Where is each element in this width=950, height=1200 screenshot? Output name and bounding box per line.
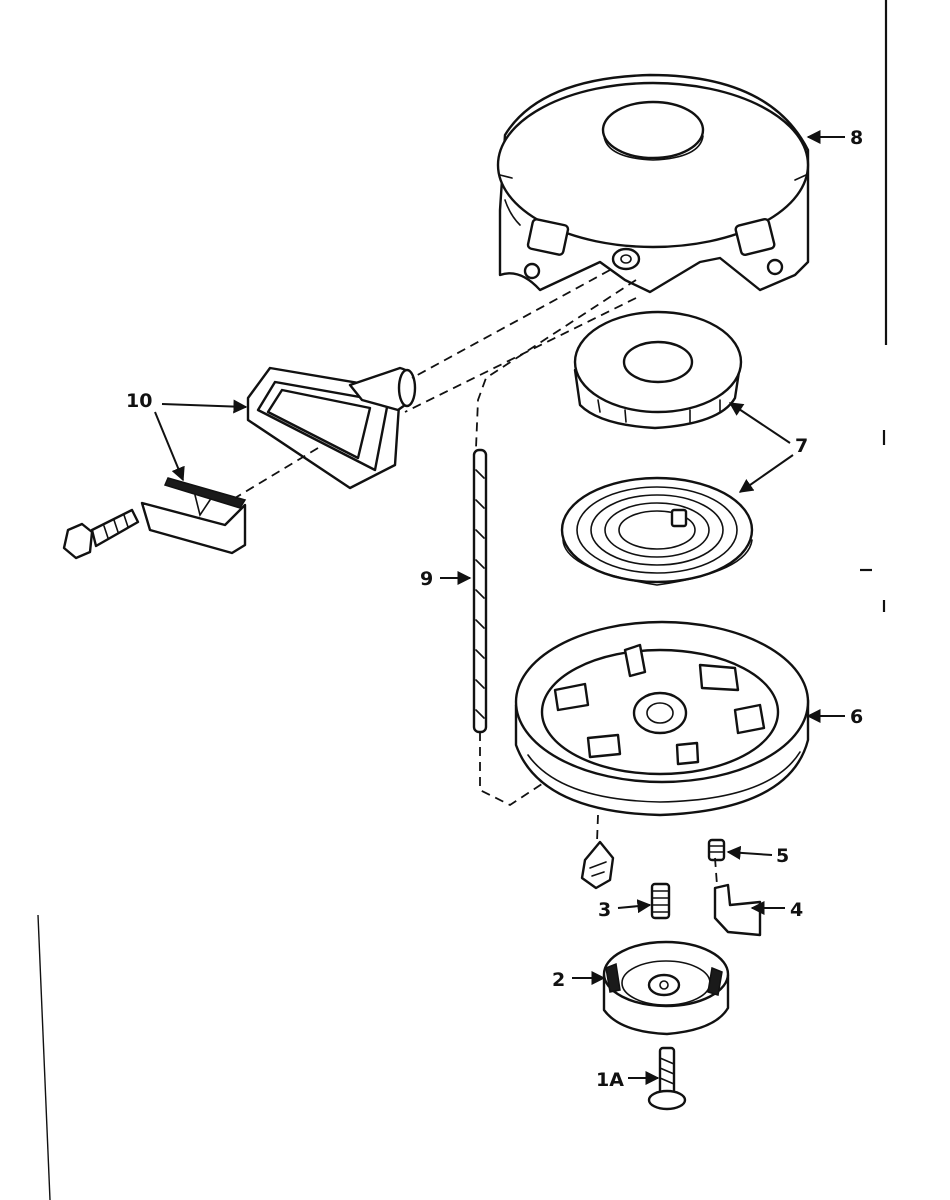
callout-1a: 1A	[596, 1069, 624, 1091]
handle-screw	[62, 508, 140, 560]
starter-handle	[246, 366, 417, 490]
callout-labels: 8 7 10 9 6 5 3 4 2 1A	[126, 127, 863, 1091]
spring-part-5	[707, 838, 726, 862]
callout-10: 10	[126, 390, 152, 412]
callout-7: 7	[795, 435, 808, 457]
pawl-knob	[580, 840, 615, 890]
callout-6: 6	[850, 706, 863, 728]
handle-insert	[140, 477, 247, 555]
assembly-dashed-lines	[234, 269, 718, 886]
spring-cover	[573, 310, 743, 430]
callout-4: 4	[790, 899, 803, 921]
retainer-part-2	[602, 940, 730, 1036]
pawl-spring-part-3	[650, 882, 671, 920]
pawl-part-4	[713, 883, 762, 937]
retainer-screw-part-1a	[647, 1046, 687, 1111]
rewind-spring	[560, 476, 754, 586]
callout-8: 8	[850, 127, 863, 149]
callout-5: 5	[776, 845, 789, 867]
starter-pulley	[514, 620, 810, 817]
callout-9: 9	[420, 568, 433, 590]
starter-housing	[496, 73, 810, 294]
scan-edge-lines	[37, 0, 888, 1200]
callout-3: 3	[598, 899, 611, 921]
callout-leaders	[154, 130, 845, 1085]
callout-2: 2	[552, 969, 565, 991]
starter-rope	[472, 448, 488, 734]
